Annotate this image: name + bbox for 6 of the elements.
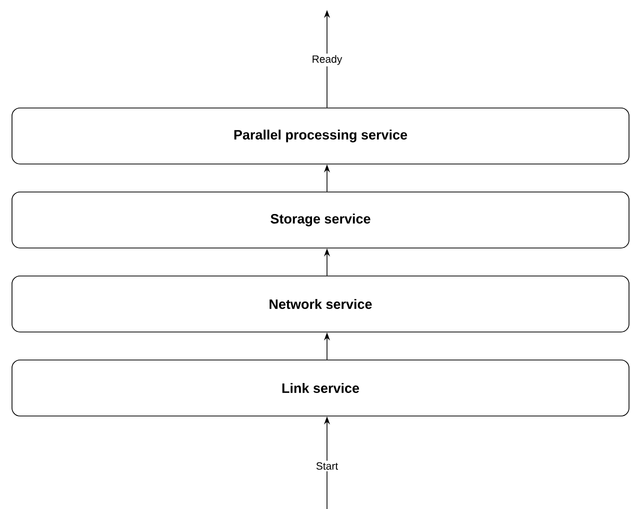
service-box: Link service: [12, 360, 630, 416]
edge-label: Start: [314, 460, 340, 472]
service-box: Network service: [12, 276, 630, 332]
service-box: Storage service: [12, 192, 630, 248]
service-box: Parallel processing service: [12, 108, 630, 164]
edge-label: Ready: [310, 54, 344, 66]
